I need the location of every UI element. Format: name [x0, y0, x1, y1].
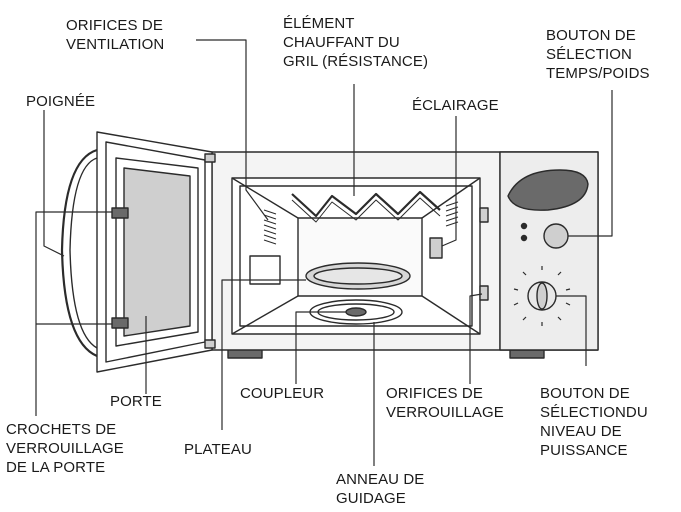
door-hook-top — [111, 207, 129, 219]
latch-hole-bottom — [479, 285, 489, 301]
leader-lines — [35, 39, 613, 466]
label-poignee: POIGNÉE — [26, 93, 96, 110]
lamp-icon — [429, 237, 443, 259]
label-porte: PORTE — [110, 393, 162, 410]
label-coupleur: COUPLEUR — [240, 385, 325, 402]
vent-slots-left — [263, 209, 277, 245]
waveguide-cover — [249, 255, 281, 285]
door-hook-bottom — [111, 317, 129, 329]
grill-element-icon — [291, 190, 441, 218]
label-orifices-verrouillage: ORIFICES DE VERROUILLAGE — [386, 385, 504, 421]
label-element-chauffant: ÉLÉMENT CHAUFFANT DU GRIL (RÉSISTANCE) — [283, 15, 429, 70]
coupler-icon — [345, 307, 367, 317]
timer-knob-icon — [543, 223, 569, 249]
dial-ticks — [513, 266, 571, 326]
label-eclairage: ÉCLAIRAGE — [412, 97, 499, 114]
label-plateau: PLATEAU — [184, 441, 252, 458]
label-bouton-temps-poids: BOUTON DE SÉLECTION TEMPS/POIDS — [546, 27, 650, 82]
label-orifices-ventilation: ORIFICES DE VENTILATION — [66, 17, 165, 53]
latch-hole-top — [479, 207, 489, 223]
label-anneau: ANNEAU DE GUIDAGE — [336, 471, 425, 507]
display-window-icon — [507, 169, 589, 211]
door-window — [123, 167, 191, 337]
label-crochets: CROCHETS DE VERROUILLAGE DE LA PORTE — [6, 421, 124, 476]
handle-icon — [60, 148, 98, 358]
label-bouton-puissance: BOUTON DE SÉLECTIONDU NIVEAU DE PUISSANC… — [540, 385, 648, 459]
